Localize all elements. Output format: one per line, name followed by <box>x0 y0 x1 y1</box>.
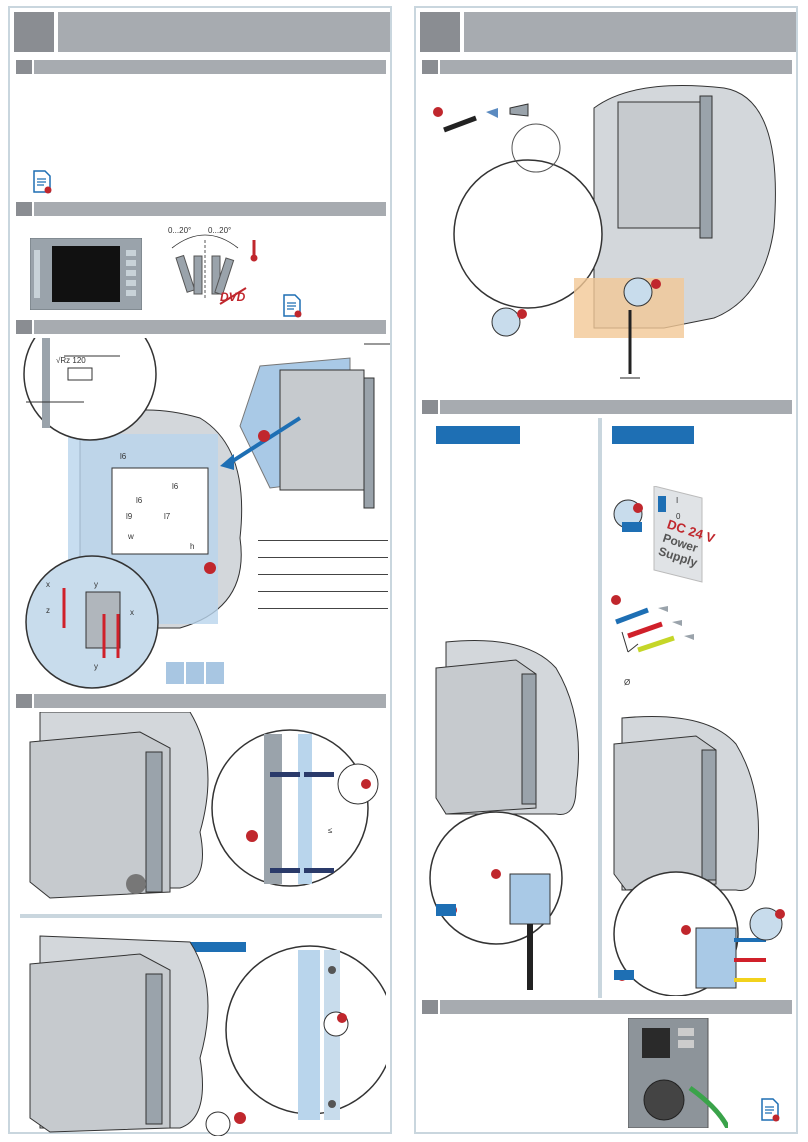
dim-h: h <box>190 542 195 551</box>
diameter-symbol: Ø <box>624 678 631 687</box>
dim-l7: l7 <box>164 512 171 521</box>
axis-y-label: y <box>94 580 98 589</box>
tilt-right-label: 0...20° <box>208 226 232 235</box>
document-warning-icon <box>33 170 52 194</box>
section-header-3 <box>16 320 386 334</box>
option-tab-2[interactable] <box>186 662 204 684</box>
chapter-number-box <box>14 12 54 52</box>
section-header-3-right <box>422 1000 792 1014</box>
dim-w: w <box>128 532 134 541</box>
axis-x2-label: x <box>130 608 134 617</box>
clamp-mounting-diagram <box>29 712 379 899</box>
screw-mounting-diagram <box>29 935 386 1136</box>
wire-ferrule-diagram <box>611 595 694 653</box>
left-column-header <box>10 8 390 52</box>
dim-l6-b: l6 <box>172 482 179 491</box>
pc-rear-photo <box>628 1018 728 1128</box>
section-header-power <box>422 400 792 414</box>
switch-off-label: 0 <box>676 512 681 521</box>
option-tab-3[interactable] <box>206 662 224 684</box>
option-tab-1[interactable] <box>166 662 184 684</box>
switch-on-label: I <box>676 496 679 505</box>
dimension-lines <box>258 540 388 625</box>
axis-y2-label: y <box>94 662 98 671</box>
grounding-diagram <box>433 85 776 379</box>
dim-l6-a: l6 <box>120 452 127 461</box>
column-divider <box>598 418 602 998</box>
dim-l6-c: l6 <box>136 496 143 505</box>
chapter-title-bar <box>464 12 796 52</box>
less-equal-symbol: ≤ <box>328 826 333 835</box>
chapter-title-bar <box>58 12 390 52</box>
roughness-label: √Rz 120 <box>56 356 86 365</box>
chapter-number-box <box>420 12 460 52</box>
document-warning-icon <box>283 294 302 318</box>
variant-ac-label <box>436 426 520 444</box>
dvd-cross-icon <box>219 287 247 305</box>
section-header-2 <box>16 202 386 216</box>
mounting-angle-diagram <box>171 234 239 298</box>
panel-pc-front-image <box>30 238 142 310</box>
section-header-1 <box>16 60 386 74</box>
left-column: 0...20° 0...20° DVD √Rz 120 <box>8 6 392 1136</box>
cutout-installation-diagram <box>23 338 390 689</box>
right-column: DC 24 V Power Supply I 0 Ø <box>414 6 798 1134</box>
dc-power-connection-diagram <box>613 716 785 996</box>
variant-dc-label <box>612 426 694 444</box>
document-warning-icon <box>761 1098 780 1122</box>
section-header-4 <box>16 694 386 708</box>
ac-power-connection-diagram <box>429 640 579 990</box>
tilt-left-label: 0...20° <box>168 226 192 235</box>
divider <box>20 914 382 918</box>
axis-z-label: z <box>46 606 50 615</box>
dc-power-supply-diagram <box>613 486 703 583</box>
right-column-header <box>416 8 796 52</box>
axis-x-label: x <box>46 580 50 589</box>
section-header-ground <box>422 60 792 74</box>
dim-l9: l9 <box>126 512 133 521</box>
thermometer-icon <box>250 240 258 262</box>
